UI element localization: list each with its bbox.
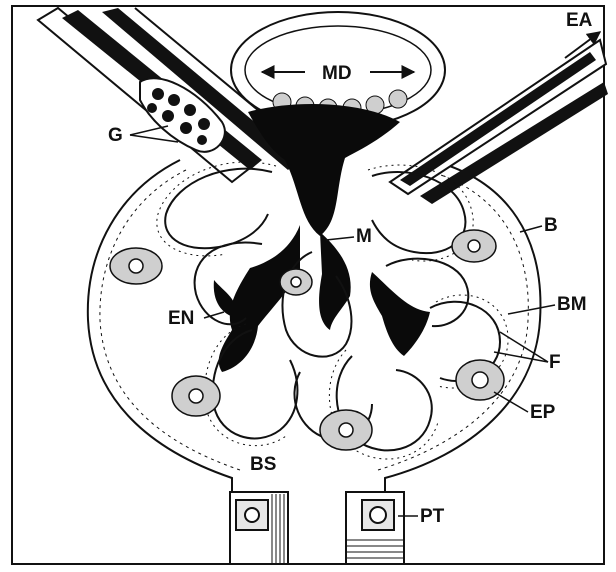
label-ea: EA bbox=[566, 10, 593, 31]
label-m: M bbox=[356, 226, 372, 247]
label-pt: PT bbox=[420, 506, 445, 527]
label-bs: BS bbox=[250, 454, 276, 475]
label-md: MD bbox=[322, 63, 352, 84]
label-bm: BM bbox=[557, 294, 587, 315]
label-ep: EP bbox=[530, 402, 556, 423]
label-b: B bbox=[544, 215, 558, 236]
label-f: F bbox=[549, 352, 561, 373]
label-en: EN bbox=[168, 308, 194, 329]
label-g: G bbox=[108, 125, 123, 146]
